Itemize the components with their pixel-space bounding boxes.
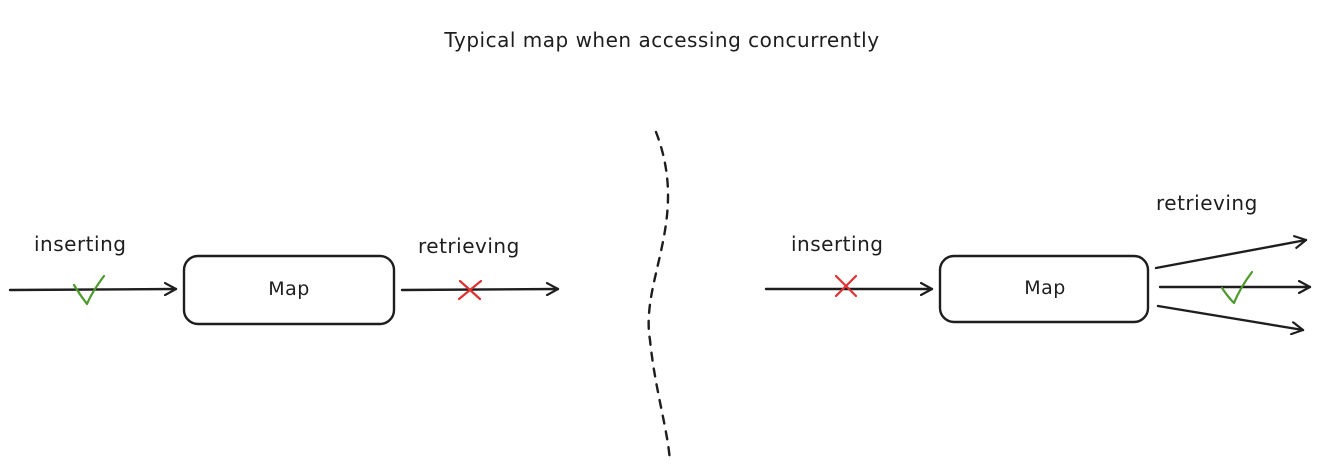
right-map-box <box>938 254 1150 324</box>
right-scenario <box>764 240 1312 330</box>
left-retrieve-arrow <box>400 289 560 290</box>
left-map-box <box>182 254 396 326</box>
left-insert-arrow <box>8 289 178 290</box>
left-retrieve-cross-icon <box>457 279 483 301</box>
left-retrieving-label: retrieving <box>418 234 520 258</box>
left-inserting-label: inserting <box>34 232 127 256</box>
right-insert-cross-icon <box>834 274 858 298</box>
right-inserting-label: inserting <box>791 232 884 256</box>
left-scenario <box>8 254 560 326</box>
divider-dashed-line <box>647 130 672 464</box>
left-insert-check-icon <box>72 274 106 306</box>
right-retrieve-arrow-top <box>1154 240 1308 270</box>
left-map-label: Map <box>268 278 310 300</box>
right-map-label: Map <box>1024 277 1066 299</box>
right-retrieve-check-icon <box>1220 270 1254 305</box>
right-retrieve-arrow-bottom <box>1156 304 1305 330</box>
diagram-title: Typical map when accessing concurrently <box>444 28 880 52</box>
right-retrieving-label: retrieving <box>1156 191 1258 215</box>
